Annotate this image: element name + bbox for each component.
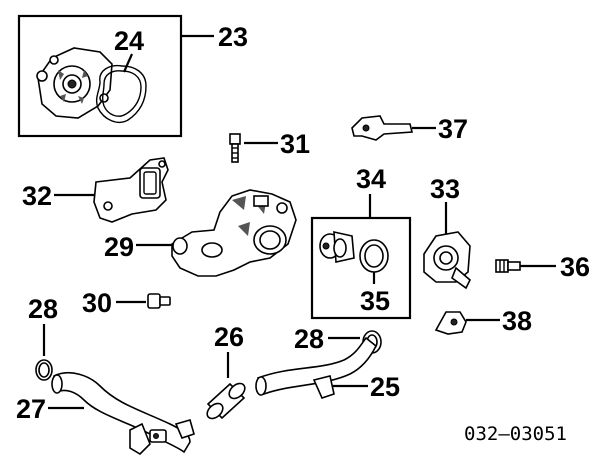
bracket[interactable] xyxy=(351,115,414,141)
clip-bracket[interactable] xyxy=(434,311,467,335)
part-label-26[interactable]: 26 xyxy=(214,322,244,352)
water-pump-frame xyxy=(17,14,183,138)
leader-24 xyxy=(122,53,134,73)
part-label-30[interactable]: 30 xyxy=(82,288,112,318)
part-label-24[interactable]: 24 xyxy=(114,26,144,56)
part-label-33[interactable]: 33 xyxy=(430,174,460,204)
part-label-37[interactable]: 37 xyxy=(438,114,468,144)
part-label-36[interactable]: 36 xyxy=(560,252,590,282)
connecting-pipe[interactable] xyxy=(255,336,378,399)
water-pump-gasket[interactable] xyxy=(95,64,147,124)
thermostat-frame xyxy=(310,216,412,320)
diagram-reference-code: 032–03051 xyxy=(464,423,567,445)
gasket-bracket[interactable] xyxy=(93,157,169,223)
part-label-31[interactable]: 31 xyxy=(280,129,310,159)
sensor-plug[interactable] xyxy=(229,133,241,163)
part-label-32[interactable]: 32 xyxy=(22,181,52,211)
hose[interactable] xyxy=(204,381,247,422)
temperature-sensor[interactable] xyxy=(495,259,521,273)
thermostat-assembly[interactable] xyxy=(319,230,355,263)
o-ring-left[interactable] xyxy=(35,359,53,381)
water-pump-assembly[interactable] xyxy=(36,47,113,119)
water-passage[interactable] xyxy=(171,189,297,277)
part-label-28-left[interactable]: 28 xyxy=(28,294,58,324)
part-label-35[interactable]: 35 xyxy=(360,286,390,316)
part-label-23[interactable]: 23 xyxy=(218,22,248,52)
water-pipe[interactable] xyxy=(51,371,195,456)
nipple[interactable] xyxy=(147,293,171,309)
part-label-38[interactable]: 38 xyxy=(502,306,532,336)
part-label-27[interactable]: 27 xyxy=(16,394,46,424)
part-label-28-right[interactable]: 28 xyxy=(294,324,324,354)
part-label-25[interactable]: 25 xyxy=(370,372,400,402)
part-label-34[interactable]: 34 xyxy=(356,164,386,194)
part-label-29[interactable]: 29 xyxy=(104,232,134,262)
thermostat-seal[interactable] xyxy=(359,239,389,273)
thermostat-cover[interactable] xyxy=(423,231,471,290)
